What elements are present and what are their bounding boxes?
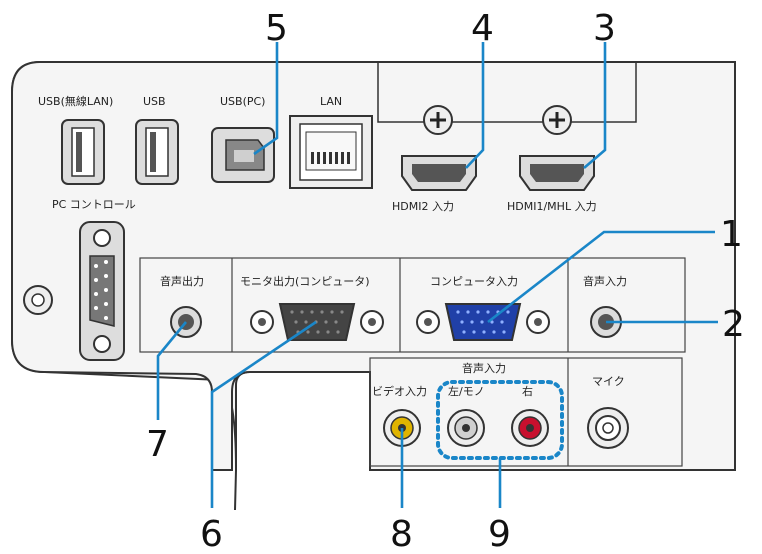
label-audio-out: 音声出力 [160, 274, 204, 288]
label-usb: USB [143, 95, 166, 108]
label-monitor-out: モニタ出力(コンピュータ) [240, 274, 370, 288]
monitor-out-port [250, 303, 384, 341]
audio-left-mono-rca [447, 409, 485, 447]
hdmi2-screw [423, 105, 453, 135]
pc-control-port [79, 221, 125, 361]
callout-7: 7 [146, 424, 169, 465]
leader-4 [465, 42, 485, 169]
usb-port [135, 119, 179, 185]
ground-terminal [23, 285, 53, 315]
label-lan: LAN [320, 95, 342, 108]
leader-6 [210, 320, 317, 508]
callout-8: 8 [390, 514, 413, 554]
usb-wlan-port [61, 119, 105, 185]
av-section-box [139, 257, 686, 353]
callout-4: 4 [471, 8, 494, 49]
label-audio-in-group: 音声入力 [462, 361, 506, 375]
label-hdmi1: HDMI1/MHL 入力 [507, 200, 597, 213]
label-mic: マイク [592, 375, 625, 388]
audio-right-rca [511, 409, 549, 447]
leader-3 [583, 42, 607, 169]
callout-5: 5 [265, 8, 288, 49]
label-audio-in: 音声入力 [583, 274, 627, 288]
label-hdmi2: HDMI2 入力 [392, 200, 454, 213]
hdmi-recess [377, 61, 637, 123]
callout-6: 6 [200, 514, 223, 554]
label-computer-in: コンピュータ入力 [430, 275, 518, 288]
callout-3: 3 [593, 8, 616, 49]
label-usb-pc: USB(PC) [220, 95, 265, 108]
mic-jack [587, 407, 629, 449]
label-pc-control: PC コントロール [52, 198, 136, 211]
lan-port [289, 115, 373, 189]
label-video-in: ビデオ入力 [372, 384, 427, 398]
callout-1: 1 [720, 214, 743, 255]
hdmi1-screw [542, 105, 572, 135]
label-usb-wlan: USB(無線LAN) [38, 94, 113, 108]
callout-2: 2 [722, 304, 745, 345]
usb-pc-port [211, 127, 275, 183]
hdmi1-mhl-port [519, 155, 595, 191]
hdmi2-port [401, 155, 477, 191]
leader-5 [253, 42, 279, 156]
callout-9: 9 [488, 514, 511, 554]
rca-section-box [369, 357, 683, 467]
label-left-mono: 左/モノ [448, 385, 485, 398]
leader-7 [156, 321, 188, 420]
leader-1 [487, 230, 715, 324]
label-right: 右 [522, 384, 533, 398]
